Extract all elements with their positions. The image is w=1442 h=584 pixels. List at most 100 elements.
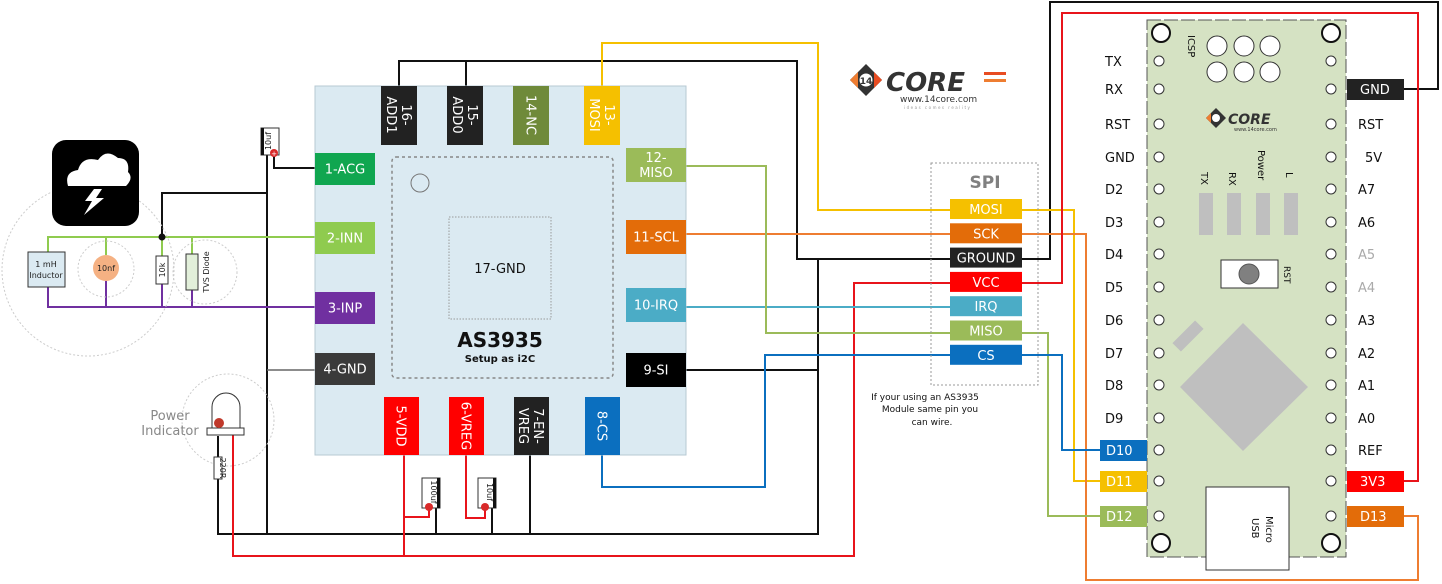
nano-pin-left-d12[interactable]: D12	[1100, 506, 1165, 527]
tvs-diode	[185, 253, 199, 291]
usb-label-2: USB	[1249, 518, 1260, 539]
nano-pin-right-a6[interactable]: A6	[1325, 216, 1375, 231]
spi-note-2: Module same pin you	[882, 405, 978, 415]
brand-logo: 14 CORE www.14core.com ideas comes reali…	[850, 64, 1006, 110]
svg-text:D5: D5	[1105, 281, 1123, 296]
chip-pin-3-inp: 3-INP	[315, 292, 375, 324]
nano-pin-left-d4[interactable]: D4	[1105, 248, 1165, 263]
svg-text:MISO: MISO	[969, 325, 1003, 340]
nano-pin-right-a3[interactable]: A3	[1325, 314, 1375, 329]
svg-text:220R: 220R	[218, 458, 227, 479]
svg-text:1-ACG: 1-ACG	[325, 163, 366, 178]
nano-pin-right-5v[interactable]: 5V	[1325, 151, 1382, 166]
resistor-220r	[213, 456, 223, 480]
resistor-10k	[155, 255, 169, 285]
chip-name: AS3935	[457, 328, 543, 352]
svg-text:D2: D2	[1105, 183, 1123, 198]
svg-text:A6: A6	[1358, 216, 1375, 231]
nano-pin-right-a1[interactable]: A1	[1325, 379, 1375, 394]
spi-outline	[930, 162, 1039, 386]
nano-pin-right-a2[interactable]: A2	[1325, 347, 1375, 362]
svg-text:11-SCL: 11-SCL	[633, 231, 680, 246]
reset-button: RST	[1220, 259, 1291, 289]
wire-vreg-cap	[465, 455, 486, 519]
logo-brand: CORE	[886, 68, 965, 98]
svg-text:D4: D4	[1105, 248, 1123, 263]
svg-text:10uf: 10uf	[485, 483, 494, 501]
svg-text:VCC: VCC	[972, 276, 999, 291]
chip-pin-9-si: 9-SI	[626, 353, 686, 387]
svg-text:RX: RX	[1226, 172, 1237, 186]
wire-miso	[684, 165, 952, 334]
chip-pin-7-en-vreg: 7-EN-VREG	[514, 397, 549, 455]
capacitor-10nf	[93, 255, 119, 281]
svg-text:TX: TX	[1198, 171, 1209, 185]
antenna-section: 1 mH Inductor 10nf 10k TVS Diode 10uf +	[1, 127, 280, 357]
capacitor-vreg: 10uf	[477, 477, 497, 511]
nano-pin-right-gnd[interactable]: GND	[1325, 79, 1404, 100]
nano-pin-left-tx[interactable]: TX	[1104, 55, 1165, 70]
nano-pin-left-d8[interactable]: D8	[1105, 379, 1165, 394]
svg-text:8-CS: 8-CS	[593, 411, 608, 441]
chip-pin-13-mosi: 13-MOSI	[584, 86, 620, 145]
nano-pin-left-d11[interactable]: D11	[1100, 471, 1165, 492]
chip-pin1-marker	[410, 173, 430, 193]
svg-text:14: 14	[860, 77, 873, 87]
chip-subtitle: Setup as i2C	[465, 354, 535, 365]
svg-text:3V3: 3V3	[1360, 475, 1385, 490]
nano-pin-left-d6[interactable]: D6	[1105, 314, 1165, 329]
svg-text:REF: REF	[1358, 444, 1383, 459]
mount-hole	[1321, 23, 1341, 43]
inductor-value: 1 mH	[35, 260, 56, 269]
wire-ground-top	[398, 60, 952, 260]
svg-text:TX: TX	[1104, 55, 1122, 70]
led-l: L	[1283, 172, 1298, 235]
nano-pin-right-rst[interactable]: RST	[1325, 118, 1383, 133]
nano-pin-right-a4[interactable]: A4	[1325, 281, 1375, 296]
capacitor-vdd: 100uf	[421, 477, 441, 511]
svg-text:A4: A4	[1358, 281, 1375, 296]
nano-pin-left-gnd[interactable]: GND	[1105, 151, 1165, 166]
nano-pin-left-rst[interactable]: RST	[1105, 118, 1165, 133]
nano-pin-right-d13[interactable]: D13	[1325, 506, 1404, 527]
led-rx: RX	[1226, 172, 1241, 235]
chip-die-outline	[391, 156, 614, 379]
chip-center-pad	[448, 216, 552, 320]
svg-text:14-NC: 14-NC	[522, 95, 537, 135]
spi-pin-ground: GROUND	[950, 247, 1022, 268]
svg-text:CS: CS	[977, 349, 994, 364]
spi-pin-miso: MISO	[950, 320, 1022, 341]
nano-pin-right-a7[interactable]: A7	[1325, 183, 1375, 198]
svg-text:4-GND: 4-GND	[323, 363, 366, 378]
chip-pin-6-vreg: 6-VREG	[449, 397, 484, 455]
nano-pin-left-d2[interactable]: D2	[1105, 183, 1165, 198]
nano-pin-right-a0[interactable]: A0	[1325, 412, 1375, 427]
chip-pin-15-add0: 15-ADD0	[447, 86, 483, 145]
nano-pin-left-d10[interactable]: D10	[1100, 440, 1165, 461]
mount-hole	[1151, 533, 1171, 553]
mount-hole	[1321, 533, 1341, 553]
svg-text:D7: D7	[1105, 347, 1123, 362]
capacitor-10nf-value: 10nf	[97, 264, 115, 273]
nano-mcu	[1180, 323, 1308, 451]
wire-miso-nano	[1021, 332, 1100, 517]
nano-pin-right-unlabeled[interactable]	[1325, 55, 1337, 67]
svg-text:12-MISO: 12-MISO	[639, 151, 673, 181]
nano-pin-left-d7[interactable]: D7	[1105, 347, 1165, 362]
nano-pin-left-d9[interactable]: D9	[1105, 412, 1165, 427]
spi-pin-sck: SCK	[950, 223, 1022, 244]
wire-led-ground	[217, 436, 267, 535]
svg-text:ICSP: ICSP	[1185, 35, 1196, 57]
nano-pin-left-d3[interactable]: D3	[1105, 216, 1165, 231]
svg-text:RX: RX	[1105, 83, 1123, 98]
nano-pin-right-ref[interactable]: REF	[1325, 444, 1383, 459]
nano-pin-right-3v3[interactable]: 3V3	[1325, 471, 1404, 492]
nano-pin-left-d5[interactable]: D5	[1105, 281, 1165, 296]
chip-pin-12-miso: 12-MISO	[626, 148, 686, 182]
svg-text:13-MOSI: 13-MOSI	[586, 98, 616, 132]
svg-text:D6: D6	[1105, 314, 1123, 329]
nano-pin-right-a5[interactable]: A5	[1325, 248, 1375, 263]
nano-pin-left-rx[interactable]: RX	[1105, 83, 1165, 98]
